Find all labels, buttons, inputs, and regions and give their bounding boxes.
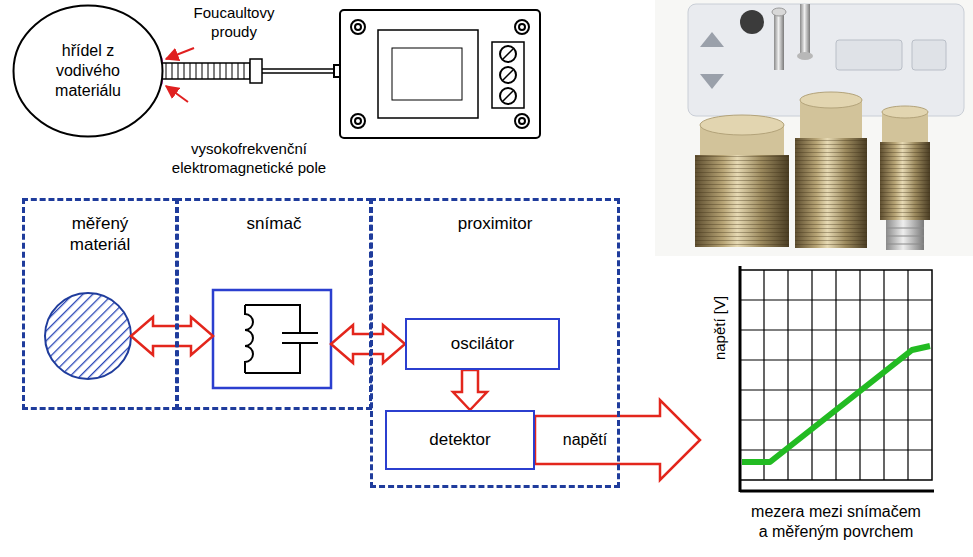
node-label: proximitor	[395, 213, 595, 234]
characteristic-chart	[740, 266, 934, 492]
material-sample	[45, 293, 131, 379]
double-arrow	[131, 317, 213, 355]
lc-circuit-symbol	[245, 305, 318, 373]
callout-label: vysokofrekvenční elektromagnetické pole	[160, 140, 338, 178]
shaft-circle: hřídel z vodivého materiálu	[12, 4, 164, 138]
group-box: snímač	[176, 198, 372, 410]
node-label: snímač	[194, 213, 354, 234]
axis-label: napětí [V]	[711, 296, 730, 360]
chart-area: napětí [V] mezera mezi snímačem a měřeným…	[700, 262, 970, 554]
process-box: oscilátor	[405, 318, 560, 370]
block-arrow	[453, 370, 487, 410]
pointer-arrow	[166, 48, 194, 102]
group-box: měřený materiál	[22, 198, 178, 410]
proximitor-housing	[334, 10, 540, 138]
axis-caption: mezera mezi snímačem a měřeným povrchem	[748, 502, 924, 542]
node-label: oscilátor	[451, 333, 514, 354]
callout-label: Foucaultovy proudy	[180, 4, 288, 42]
sensor-photo	[655, 0, 973, 256]
node-label: měřený materiál	[50, 213, 150, 256]
node-label: detektor	[429, 429, 490, 450]
probe	[152, 59, 334, 83]
node-label: hřídel z vodivého materiálu	[45, 41, 131, 101]
process-box: detektor	[385, 410, 535, 470]
double-arrow	[331, 325, 405, 363]
edge-label: napětí	[560, 430, 610, 449]
sensor-box	[213, 290, 331, 388]
